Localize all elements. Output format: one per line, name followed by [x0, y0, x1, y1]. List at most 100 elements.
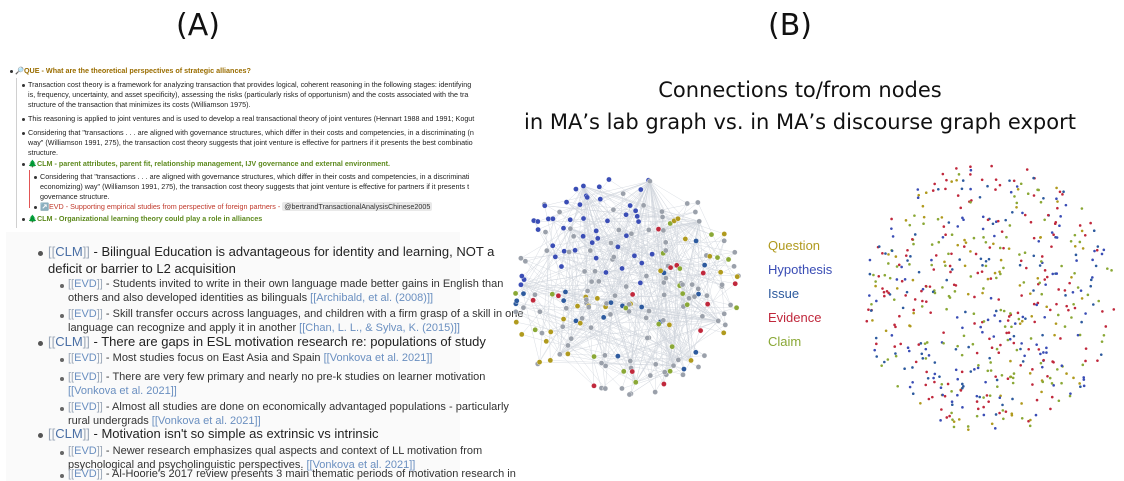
- reference-link[interactable]: [[Archibald, et al. (2008)]]: [310, 292, 434, 304]
- evd-link[interactable]: EVD: [74, 278, 97, 290]
- graph-node: [562, 289, 569, 295]
- clm-link[interactable]: CLM: [55, 244, 83, 259]
- graph-node: [634, 213, 641, 220]
- edge: [563, 227, 719, 322]
- edge: [628, 311, 692, 361]
- graph-node: [563, 199, 570, 205]
- title-line-2: in MA’s lab graph vs. in MA’s discourse …: [524, 110, 1076, 134]
- bullet[interactable]: [22, 163, 25, 166]
- evd-link[interactable]: EVD: [74, 445, 97, 457]
- bullet[interactable]: [34, 206, 37, 209]
- graph-node: [1060, 264, 1063, 268]
- bullet[interactable]: [38, 341, 43, 346]
- evidence-6[interactable]: [[EVD]] - Newer research emphasizes qual…: [68, 445, 482, 457]
- evidence-2[interactable]: [[EVD]] - Skill transfer occurs across l…: [68, 308, 524, 320]
- claim-2[interactable]: [[CLM]] - There are gaps in ESL motivati…: [48, 334, 486, 349]
- claim-3-text: - Motivation isn't so simple as extrinsi…: [89, 426, 379, 441]
- claim-1[interactable]: [[CLM]] - Bilingual Education is advanta…: [48, 244, 494, 259]
- edge: [635, 218, 679, 383]
- claim-block-2[interactable]: 🌲CLM - Organizational learning theory co…: [28, 214, 263, 223]
- graph-node: [979, 325, 982, 329]
- citation-tag[interactable]: @bertrandTransactionalAnalysisChinese200…: [282, 202, 433, 211]
- graph-node: [921, 287, 925, 291]
- bullet[interactable]: [60, 358, 64, 362]
- graph-node: [1042, 351, 1045, 354]
- bullet[interactable]: [60, 284, 64, 288]
- graph-node: [644, 335, 651, 341]
- graph-node: [696, 218, 702, 225]
- graph-node: [998, 183, 1002, 187]
- graph-node: [1006, 377, 1010, 380]
- graph-node: [1039, 361, 1043, 365]
- graph-node: [643, 273, 650, 279]
- bracket-close: ]]: [96, 352, 103, 364]
- bullet[interactable]: [60, 451, 64, 455]
- graph-node: [731, 249, 738, 256]
- graph-node: [1018, 263, 1022, 267]
- reference-link[interactable]: [[Vonkova et al. 2021]]: [68, 385, 177, 397]
- evidence-3[interactable]: [[EVD]] - Most studies focus on East Asi…: [68, 352, 432, 364]
- graph-node: [1096, 245, 1100, 248]
- graph-node: [577, 201, 583, 208]
- bullet[interactable]: [38, 433, 43, 438]
- graph-node: [1036, 277, 1040, 280]
- evd-link[interactable]: EVD: [74, 371, 97, 383]
- claim-3[interactable]: [[CLM]] - Motivation isn't so simple as …: [48, 426, 379, 441]
- graph-node: [977, 364, 980, 367]
- bullet[interactable]: [22, 218, 25, 221]
- bullet[interactable]: [22, 84, 25, 87]
- graph-node: [1009, 359, 1012, 363]
- graph-node: [519, 273, 525, 279]
- evidence-5[interactable]: [[EVD]] - Almost all studies are done on…: [68, 401, 509, 413]
- bullet[interactable]: [60, 474, 64, 478]
- graph-node: [1050, 231, 1054, 234]
- bullet[interactable]: [10, 70, 13, 73]
- evd-link[interactable]: EVD: [74, 308, 97, 320]
- graph-node: [1072, 376, 1075, 380]
- question-block[interactable]: 🔎QUE - What are the theoretical perspect…: [15, 66, 251, 75]
- bullet[interactable]: [34, 176, 37, 179]
- evd-link[interactable]: EVD: [74, 401, 97, 413]
- graph-node: [924, 383, 928, 387]
- evidence-2-line-2: language can recognize and apply it in a…: [68, 322, 460, 334]
- reference-link[interactable]: [[Vonkova et al. 2021]]: [323, 352, 433, 364]
- edge: [606, 221, 700, 304]
- bullet[interactable]: [60, 407, 64, 411]
- graph-node: [1015, 201, 1019, 205]
- evd-link[interactable]: EVD: [74, 352, 97, 364]
- graph-node: [655, 226, 662, 232]
- evidence-7[interactable]: [[EVD]] - Al-Hoorie's 2017 review presen…: [68, 468, 516, 480]
- evidence-4[interactable]: [[EVD]] - There are very few primary and…: [68, 371, 485, 383]
- graph-node: [1043, 269, 1047, 272]
- bullet[interactable]: [22, 118, 25, 121]
- graph-node: [1048, 376, 1052, 380]
- clm-link[interactable]: CLM: [55, 334, 83, 349]
- bullet[interactable]: [60, 314, 64, 318]
- graph-node: [631, 252, 638, 259]
- claim-block-1[interactable]: 🌲CLM - parent attributes, parent fit, re…: [28, 159, 391, 168]
- graph-node: [615, 353, 621, 359]
- graph-node: [681, 366, 687, 372]
- reference-link[interactable]: [[Vonkova et al. 2021]]: [306, 459, 416, 471]
- graph-node: [1005, 331, 1008, 335]
- evd-link[interactable]: EVD: [74, 468, 97, 480]
- evidence-block[interactable]: ↗️EVD - Supporting empirical studies fro…: [40, 202, 433, 212]
- graph-node: [1043, 278, 1047, 281]
- edge: [583, 185, 633, 372]
- graph-node: [1052, 360, 1055, 364]
- graph-node: [989, 296, 993, 300]
- reference-link[interactable]: [[Vonkova et al. 2021]]: [151, 415, 261, 427]
- graph-node: [995, 378, 999, 382]
- graph-node: [732, 280, 738, 287]
- evidence-1[interactable]: [[EVD]] - Students invited to write in t…: [68, 278, 503, 290]
- graph-node: [998, 411, 1001, 415]
- graph-node: [512, 290, 519, 297]
- edge: [532, 300, 561, 355]
- graph-node: [1031, 368, 1034, 371]
- graph-node: [695, 291, 702, 297]
- clm-link[interactable]: CLM: [55, 426, 83, 441]
- bullet[interactable]: [60, 377, 64, 381]
- bullet[interactable]: [22, 132, 25, 135]
- reference-link[interactable]: [[Chan, L. L., & Sylva, K. (2015)]]: [299, 322, 460, 334]
- bullet[interactable]: [38, 251, 43, 256]
